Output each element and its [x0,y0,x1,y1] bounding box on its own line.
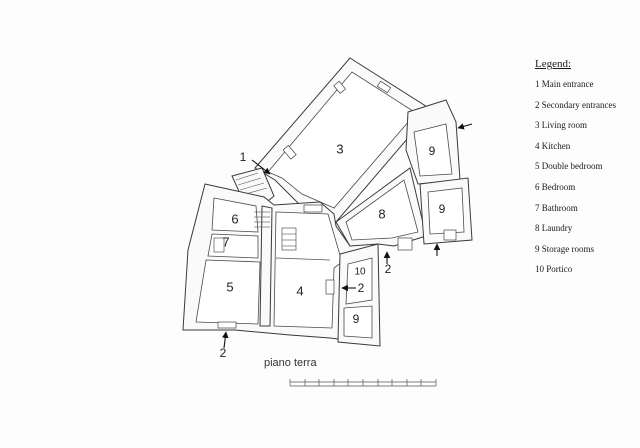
partition-wall [259,205,273,327]
laundry-block [335,167,427,251]
storage-right-block [419,177,473,245]
entrance-label-portico: 2 [358,281,365,295]
legend-title: Legend: [535,58,572,70]
entrance-main: 1 [240,150,271,175]
entrance-arrow-storage-top [457,123,473,130]
legend-item: 4 Kitchen [535,140,571,151]
storage-top-floor [413,123,453,177]
legend-item: 10 Portico [535,264,573,275]
entrance-label-middle: 2 [385,262,392,276]
legend-item: 7 Bathroom [535,202,578,213]
living-room-floor [267,71,417,209]
bedroom-window-bottom [217,321,237,329]
laundry-8-floor [345,179,419,241]
portico-block [325,243,381,347]
bedroom-6-floor [211,197,259,233]
kitchen-stair [281,227,297,251]
scale-bar [289,379,437,387]
entrance-arrow-main [251,159,271,175]
storage-window [443,229,457,241]
legend-item: 2 Secondary entrances [535,99,616,110]
kitchen-window [303,204,323,213]
storage-right-floor [427,187,465,235]
room-label-portico: 10 [354,267,366,278]
legend-item: 9 Storage rooms [535,243,594,254]
entrance-middle: 2 [383,251,392,276]
living-room-window [376,80,392,94]
legend-item: 3 Living room [535,120,587,131]
entrance-label-main: 1 [240,150,247,164]
legend-list: 1 Main entrance 2 Secondary entrances 3 … [535,80,639,274]
main-body [182,183,379,345]
legend-item: 5 Double bedroom [535,161,603,172]
room-label-storage-bottom: 9 [353,312,360,326]
legend-item: 1 Main entrance [535,79,594,89]
bathroom-7-floor [207,233,259,259]
room-label-bedroom: 6 [231,211,238,226]
entrance-arrow-bottom [221,331,229,349]
double-bedroom-5-floor [195,259,261,325]
bathroom-fixture [213,237,225,253]
plan-title: piano terra [264,357,317,369]
room-label-storage-right: 9 [439,202,446,216]
portico-opening [325,279,335,295]
legend-item: 6 Bedroom [535,181,576,192]
room-label-laundry: 8 [378,206,385,221]
storage-bottom-floor [343,305,373,339]
room-label-living: 3 [336,141,343,156]
living-room-wing [254,57,433,223]
living-room-window [282,144,297,160]
entrance-bottom: 2 [220,331,229,360]
room-label-kitchen: 4 [296,283,303,298]
room-label-bathroom: 7 [222,234,229,249]
legend-item: 8 Laundry [535,223,573,234]
kitchen-4-floor [273,211,343,329]
entrance-storage-top [457,123,473,130]
storage-top-block [405,99,461,185]
bedroom-stair [254,211,270,228]
legend: Legend: 1 Main entrance 2 Secondary entr… [535,58,639,286]
living-room-window [333,80,347,94]
room-label-double-bedroom: 5 [226,279,233,294]
entrance-label-bottom: 2 [220,346,227,360]
laundry-window [397,237,413,251]
entrance-portico: 2 [341,281,365,295]
room-label-storage-top: 9 [429,144,436,158]
